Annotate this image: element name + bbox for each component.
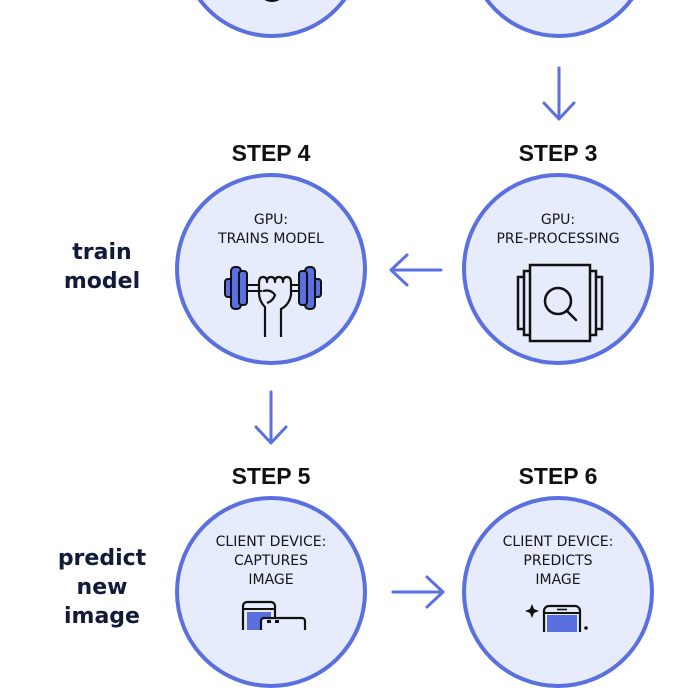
step-2-circle [467, 0, 651, 38]
chip-icon [519, 0, 599, 6]
arrow-left-step3-to-step4 [389, 253, 443, 287]
dumbbell-fist-icon [224, 266, 322, 337]
step-5-label: CLIENT DEVICE: CAPTURES IMAGE [215, 534, 327, 588]
step-6-circle: CLIENT DEVICE: PREDICTS IMAGE [462, 496, 654, 688]
step-4-title: STEP 4 [231, 140, 311, 166]
step-4-circle: GPU: TRAINS MODEL [175, 173, 367, 365]
partially-visible-icon [264, 0, 280, 2]
step-3-label: GPU: PRE-PROCESSING [496, 212, 620, 247]
step-5-title: STEP 5 [231, 463, 311, 489]
arrow-right-step5-to-step6 [391, 575, 445, 609]
arrow-down-step2-to-step3 [542, 66, 576, 121]
step-3-circle: GPU: PRE-PROCESSING [462, 173, 654, 365]
step-6-label: CLIENT DEVICE: PREDICTS IMAGE [502, 534, 614, 588]
step-3-title: STEP 3 [518, 140, 598, 166]
step-6-title: STEP 6 [518, 463, 598, 489]
processor-search-icon [516, 263, 604, 343]
step-5-circle: CLIENT DEVICE: CAPTURES IMAGE [175, 496, 367, 688]
side-label-predict-new-image: predict new image [57, 546, 147, 629]
side-label-train-model: train model [63, 240, 141, 294]
step-1-circle [180, 0, 364, 38]
step-4-label: GPU: TRAINS MODEL [218, 212, 324, 247]
arrow-down-step4-to-step5 [254, 390, 288, 445]
device-predict-icon [525, 604, 588, 632]
device-capture-icon [241, 600, 307, 630]
